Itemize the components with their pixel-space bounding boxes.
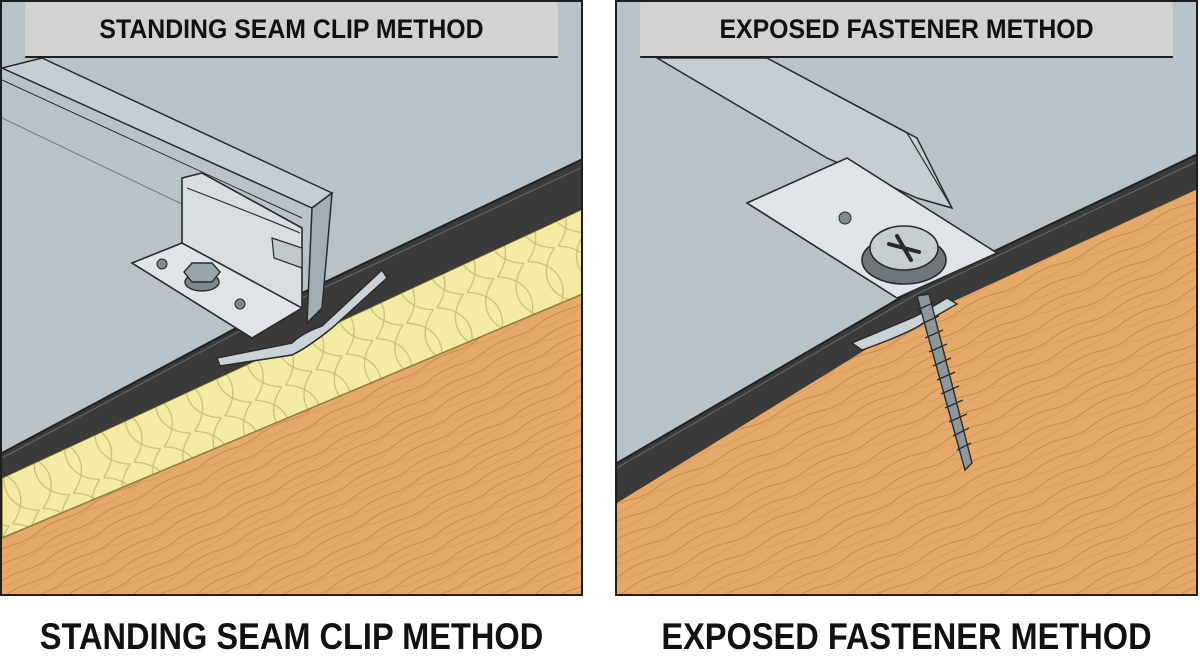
standing-seam-header: STANDING SEAM CLIP METHOD (25, 2, 558, 58)
exposed-fastener-panel: EXPOSED FASTENER METHOD (615, 0, 1198, 596)
standing-seam-caption: STANDING SEAM CLIP METHOD (39, 616, 544, 657)
standing-seam-panel: STANDING SEAM CLIP METHOD (0, 0, 583, 596)
washer-screw-icon (861, 225, 973, 472)
exposed-fastener-caption: EXPOSED FASTENER METHOD (661, 616, 1152, 657)
hex-bolt-icon (183, 262, 221, 292)
wood-deck (2, 294, 581, 594)
exposed-fastener-header: EXPOSED FASTENER METHOD (640, 2, 1173, 58)
standing-seam-illustration (2, 58, 581, 594)
underlayment (617, 154, 1196, 503)
phillips-head-icon (887, 234, 921, 262)
exposed-fastener-illustration (617, 58, 1196, 594)
underlayment (2, 159, 581, 478)
wood-deck (617, 189, 1196, 594)
insulation-layer (2, 209, 581, 539)
